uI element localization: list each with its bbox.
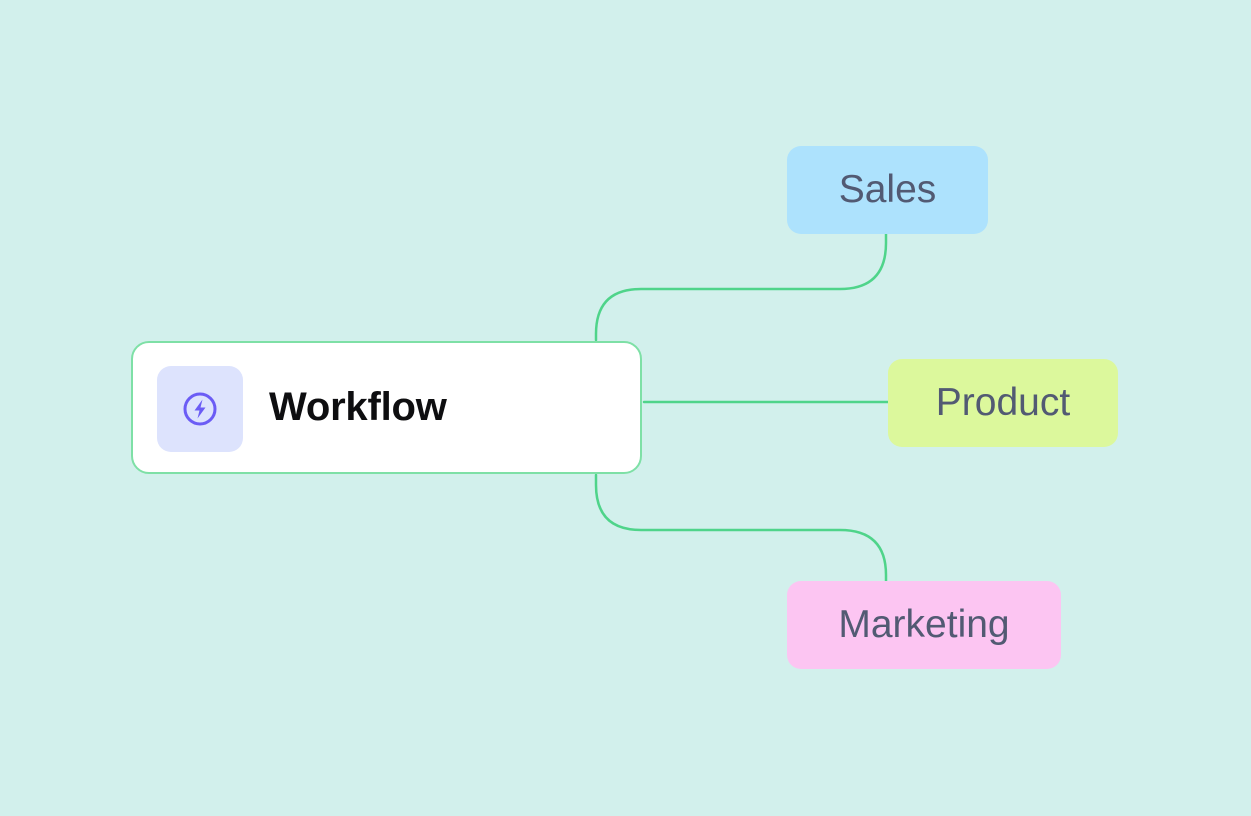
branch-node-sales[interactable]: Sales: [787, 146, 988, 234]
branch-node-product[interactable]: Product: [888, 359, 1118, 447]
workflow-title: Workflow: [269, 385, 447, 429]
connector-sales: [594, 232, 888, 342]
branch-node-marketing[interactable]: Marketing: [787, 581, 1061, 669]
workflow-icon-tile: [157, 366, 243, 452]
lightning-bolt-icon: [183, 392, 217, 426]
connector-marketing: [594, 473, 888, 583]
workflow-node[interactable]: Workflow: [131, 341, 642, 474]
